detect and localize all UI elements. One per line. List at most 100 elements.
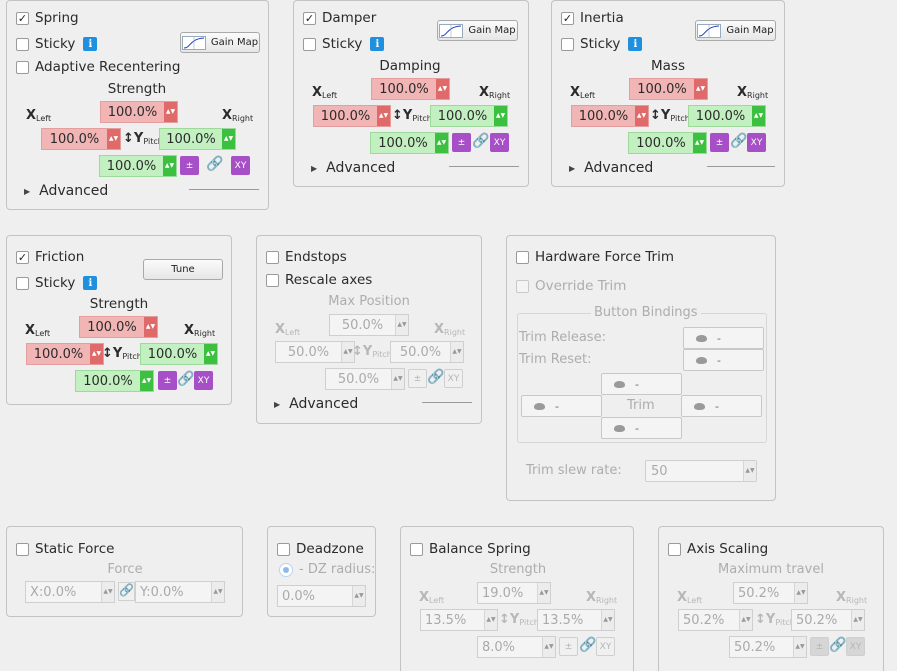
xy-button[interactable]: XY [490, 133, 509, 152]
spin-arrows-icon[interactable]: ▲▼ [793, 637, 806, 657]
inertia-y-top-spin[interactable]: 100.0%▲▼ [629, 78, 708, 100]
plus-minus-button[interactable]: ± [408, 369, 427, 388]
xy-button[interactable]: XY [194, 371, 213, 390]
xy-button[interactable]: XY [596, 637, 615, 656]
inertia-enable-checkbox[interactable]: ✓Inertia [561, 10, 624, 26]
static-force-x-spin[interactable]: X:0.0%▲▼ [25, 581, 115, 603]
axis-scaling-x-left-spin[interactable]: 50.2%▲▼ [678, 609, 753, 631]
endstops-advanced-toggle[interactable]: ▶Advanced [274, 396, 358, 412]
endstops-bottom-spin[interactable]: 50.0%▲▼ [325, 368, 405, 390]
spin-arrows-icon[interactable]: ▲▼ [90, 344, 103, 364]
info-icon[interactable]: i [628, 37, 643, 51]
link-icon[interactable]: 🔗 [829, 637, 847, 653]
static-force-checkbox[interactable]: Static Force [16, 541, 114, 557]
plus-minus-button[interactable]: ± [180, 156, 199, 175]
spin-arrows-icon[interactable]: ▲▼ [635, 106, 648, 126]
xy-button[interactable]: XY [747, 133, 766, 152]
spin-arrows-icon[interactable]: ▲▼ [693, 133, 706, 153]
link-icon[interactable]: 🔗 [206, 156, 224, 172]
info-icon[interactable]: i [370, 37, 385, 51]
trim-enable-checkbox[interactable]: Hardware Force Trim [516, 249, 674, 265]
trim-release-binding[interactable]: - [683, 327, 764, 349]
inertia-x-right-spin[interactable]: 100.0%▲▼ [688, 105, 766, 127]
spin-arrows-icon[interactable]: ▲▼ [851, 610, 864, 630]
spring-y-top-spin[interactable]: 100.0%▲▼ [100, 101, 178, 123]
dz-radius-spin[interactable]: 0.0%▲▼ [277, 585, 366, 607]
override-trim-checkbox[interactable]: Override Trim [516, 278, 626, 294]
balance-x-right-spin[interactable]: 13.5%▲▼ [537, 609, 615, 631]
spin-arrows-icon[interactable]: ▲▼ [352, 586, 365, 606]
link-icon[interactable]: 🔗 [730, 133, 748, 149]
spin-arrows-icon[interactable]: ▲▼ [494, 106, 507, 126]
xy-button[interactable]: XY [846, 637, 865, 656]
endstops-x-left-spin[interactable]: 50.0%▲▼ [275, 341, 355, 363]
link-icon[interactable]: 🔗 [427, 369, 445, 385]
balance-y-top-spin[interactable]: 19.0%▲▼ [477, 582, 551, 604]
inertia-advanced-toggle[interactable]: ▶Advanced [569, 160, 653, 176]
plus-minus-button[interactable]: ± [810, 637, 829, 656]
spin-arrows-icon[interactable]: ▲▼ [450, 342, 463, 362]
spin-arrows-icon[interactable]: ▲▼ [601, 610, 614, 630]
spin-arrows-icon[interactable]: ▲▼ [101, 582, 114, 602]
trim-down-binding[interactable]: - [601, 417, 682, 439]
xy-button[interactable]: XY [231, 156, 250, 175]
damper-bottom-spin[interactable]: 100.0%▲▼ [370, 132, 449, 154]
damper-x-left-spin[interactable]: 100.0%▲▼ [313, 105, 391, 127]
xy-button[interactable]: XY [444, 369, 463, 388]
inertia-bottom-spin[interactable]: 100.0%▲▼ [628, 132, 707, 154]
plus-minus-button[interactable]: ± [710, 133, 729, 152]
dz-radius-radio[interactable]: - DZ radius: [279, 562, 375, 577]
damper-x-right-spin[interactable]: 100.0%▲▼ [430, 105, 508, 127]
inertia-gain-map-button[interactable]: Gain Map [695, 20, 776, 41]
spring-enable-checkbox[interactable]: ✓Spring [16, 10, 79, 26]
link-icon[interactable]: 🔗 [579, 637, 597, 653]
spin-arrows-icon[interactable]: ▲▼ [107, 129, 120, 149]
friction-tune-button[interactable]: Tune [143, 259, 223, 280]
spin-arrows-icon[interactable]: ▲▼ [694, 79, 707, 99]
trim-slew-spin[interactable]: 50▲▼ [645, 460, 757, 482]
damper-gain-map-button[interactable]: Gain Map [437, 20, 518, 41]
spin-arrows-icon[interactable]: ▲▼ [391, 369, 404, 389]
spring-gain-map-button[interactable]: Gain Map [180, 32, 260, 53]
spring-advanced-toggle[interactable]: ▶Advanced [24, 183, 108, 199]
spin-arrows-icon[interactable]: ▲▼ [140, 371, 153, 391]
spin-arrows-icon[interactable]: ▲▼ [163, 156, 176, 176]
axis-scaling-x-right-spin[interactable]: 50.2%▲▼ [791, 609, 865, 631]
damper-y-top-spin[interactable]: 100.0%▲▼ [371, 78, 450, 100]
spring-x-left-spin[interactable]: 100.0%▲▼ [41, 128, 121, 150]
info-icon[interactable]: i [83, 37, 98, 51]
info-icon[interactable]: i [83, 276, 98, 290]
damper-enable-checkbox[interactable]: ✓Damper [303, 10, 376, 26]
spin-arrows-icon[interactable]: ▲▼ [341, 342, 354, 362]
trim-left-binding[interactable]: - [521, 395, 602, 417]
rescale-axes-checkbox[interactable]: Rescale axes [266, 272, 372, 288]
friction-bottom-spin[interactable]: 100.0%▲▼ [75, 370, 154, 392]
inertia-x-left-spin[interactable]: 100.0%▲▼ [571, 105, 649, 127]
spin-arrows-icon[interactable]: ▲▼ [542, 637, 555, 657]
plus-minus-button[interactable]: ± [559, 637, 578, 656]
spin-arrows-icon[interactable]: ▲▼ [752, 106, 765, 126]
spin-arrows-icon[interactable]: ▲▼ [739, 610, 752, 630]
friction-x-right-spin[interactable]: 100.0%▲▼ [140, 343, 218, 365]
balance-spring-checkbox[interactable]: Balance Spring [410, 541, 531, 557]
spin-arrows-icon[interactable]: ▲▼ [435, 133, 448, 153]
spring-x-right-spin[interactable]: 100.0%▲▼ [159, 128, 236, 150]
static-force-y-spin[interactable]: Y:0.0%▲▼ [135, 581, 225, 603]
spin-arrows-icon[interactable]: ▲▼ [164, 102, 177, 122]
balance-bottom-spin[interactable]: 8.0%▲▼ [477, 636, 556, 658]
axis-scaling-y-top-spin[interactable]: 50.2%▲▼ [733, 582, 808, 604]
endstops-x-right-spin[interactable]: 50.0%▲▼ [390, 341, 464, 363]
spin-arrows-icon[interactable]: ▲▼ [436, 79, 449, 99]
spin-arrows-icon[interactable]: ▲▼ [537, 583, 550, 603]
endstops-y-top-spin[interactable]: 50.0%▲▼ [329, 314, 409, 336]
trim-right-binding[interactable]: - [681, 395, 762, 417]
friction-y-top-spin[interactable]: 100.0%▲▼ [79, 316, 158, 338]
spring-adaptive-checkbox[interactable]: Adaptive Recentering [16, 59, 180, 75]
friction-x-left-spin[interactable]: 100.0%▲▼ [26, 343, 104, 365]
spin-arrows-icon[interactable]: ▲▼ [222, 129, 235, 149]
spin-arrows-icon[interactable]: ▲▼ [377, 106, 390, 126]
